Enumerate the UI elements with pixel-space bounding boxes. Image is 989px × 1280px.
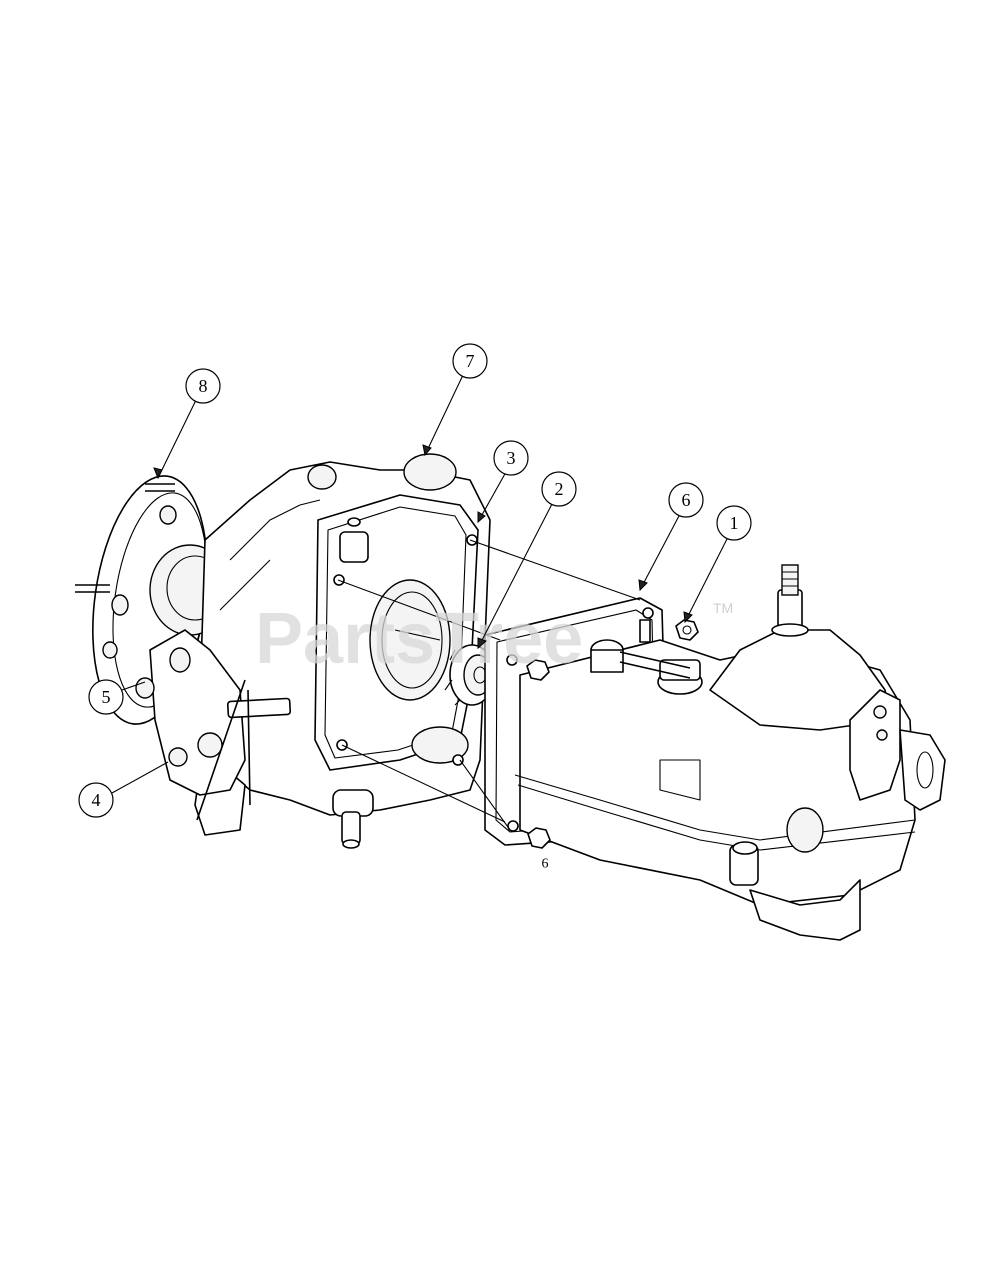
callout-5: 5: [88, 679, 124, 715]
transmission-body: [514, 564, 946, 941]
callout-3-label: 3: [507, 448, 516, 468]
callout-1-label: 1: [730, 513, 739, 533]
callout-5-label: 5: [102, 687, 111, 707]
leader-lines: [111, 374, 729, 794]
callout-7: 7: [452, 343, 488, 379]
transmission-assembly: [75, 453, 946, 941]
callout-7-label: 7: [466, 351, 475, 371]
main-housing: [194, 453, 491, 849]
callout-8-label: 8: [199, 376, 208, 396]
callout-4-label: 4: [92, 790, 101, 810]
callout-6-label: 6: [682, 490, 691, 510]
watermark: PartsTree: [255, 599, 583, 679]
callout-6b-label: 6: [542, 857, 549, 872]
callout-8: 8: [185, 368, 221, 404]
callout-2: 2: [541, 471, 577, 507]
callout-2-label: 2: [555, 479, 564, 499]
callout-1: 1: [716, 505, 752, 541]
watermark-tm: TM: [713, 600, 733, 616]
control-arm: [135, 629, 292, 821]
callout-6-secondary: 6: [542, 857, 549, 872]
explode-lines: [337, 539, 641, 831]
callout-3: 3: [493, 440, 529, 476]
callout-4: 4: [78, 782, 114, 818]
callout-6: 6: [668, 482, 704, 518]
